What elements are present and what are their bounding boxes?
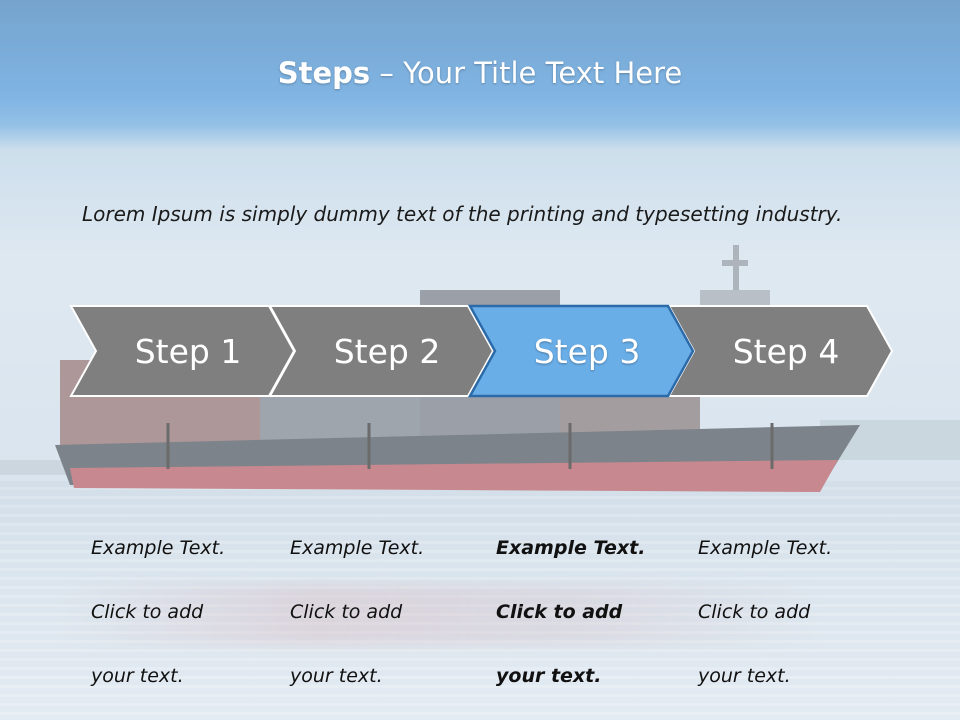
step-1-desc-line2: Click to add: [91, 601, 204, 623]
step-2-desc-line1: Example Text.: [290, 537, 425, 559]
step-3-desc-line1: Example Text.: [496, 537, 646, 559]
step-2-label: Step 2: [334, 332, 441, 371]
step-1-chevron[interactable]: Step 1: [69, 305, 296, 397]
step-4-desc-line1: Example Text.: [698, 537, 833, 559]
shore-left: [0, 460, 70, 475]
step-3-description[interactable]: Example Text. Click to add your text.: [496, 500, 671, 720]
step-1-desc-line1: Example Text.: [91, 537, 226, 559]
step-1-description[interactable]: Example Text. Click to add your text.: [91, 500, 266, 720]
step-3-desc-line3: your text.: [496, 665, 602, 687]
step-4-desc-line2: Click to add: [698, 601, 811, 623]
water-background: [0, 478, 960, 720]
ship-hull-red: [70, 460, 838, 492]
step-3-chevron[interactable]: Step 3: [467, 304, 695, 398]
step-2-desc-line2: Click to add: [290, 601, 403, 623]
ship-mast-arm: [722, 260, 748, 266]
step-2-description[interactable]: Example Text. Click to add your text.: [290, 500, 465, 720]
step-2-desc-line3: your text.: [290, 665, 383, 687]
title-bold: Steps: [277, 56, 371, 90]
slide-subtitle: Lorem Ipsum is simply dummy text of the …: [82, 202, 843, 226]
step-4-label: Step 4: [733, 332, 840, 371]
step-3-label: Step 3: [534, 332, 641, 371]
step-2-chevron[interactable]: Step 2: [268, 305, 495, 397]
ship-mast: [733, 245, 739, 305]
ship-reflection: [60, 585, 820, 645]
step-4-description[interactable]: Example Text. Click to add your text.: [698, 500, 873, 720]
step-3-desc-line2: Click to add: [496, 601, 623, 623]
step-1-label: Step 1: [135, 332, 242, 371]
step-4-desc-line3: your text.: [698, 665, 791, 687]
title-rest: – Your Title Text Here: [370, 56, 683, 90]
step-4-chevron[interactable]: Step 4: [667, 305, 894, 397]
slide-title: Steps – Your Title Text Here: [0, 56, 960, 90]
step-1-desc-line3: your text.: [91, 665, 184, 687]
